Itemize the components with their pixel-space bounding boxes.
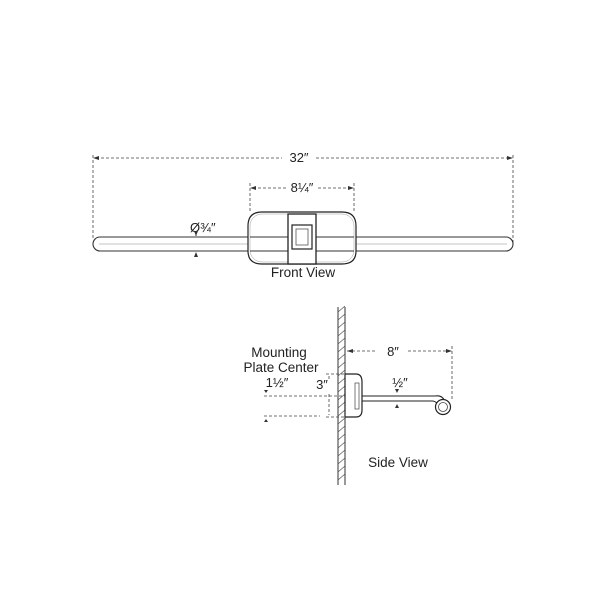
- front-view-label: Front View: [271, 265, 336, 280]
- front-view: 32″ 8¼″ Ø¾″: [92, 150, 514, 280]
- center-width-label: 8¼″: [291, 180, 314, 195]
- arm-diameter-label: ½″: [392, 375, 408, 390]
- plate-height-label: 3″: [316, 377, 328, 392]
- plate-center-offset-dimension: 1½″: [264, 375, 345, 422]
- overall-width-dimension: 32″: [92, 150, 514, 245]
- side-view-label: Side View: [368, 455, 428, 470]
- lamp-arm: ½″: [362, 375, 445, 408]
- mounting-label-line2: Plate Center: [243, 360, 319, 375]
- mounting-block: [287, 213, 317, 265]
- diameter-callout: Ø¾″: [190, 220, 216, 257]
- side-view: 8″ Mounting Plate Center 1½″ 3″: [243, 305, 453, 485]
- center-width-dimension: 8¼″: [249, 180, 355, 213]
- mounting-label-line1: Mounting: [251, 345, 307, 360]
- overall-width-label: 32″: [289, 150, 308, 165]
- mounting-plate: [344, 373, 363, 418]
- diameter-label: Ø¾″: [190, 220, 216, 235]
- wall: [337, 305, 346, 485]
- projection-dimension: 8″: [347, 344, 453, 400]
- projection-label: 8″: [387, 344, 399, 359]
- plate-center-offset-label: 1½″: [266, 375, 289, 390]
- lamp-head: [434, 398, 452, 416]
- plate-height-dimension: 3″: [316, 373, 346, 418]
